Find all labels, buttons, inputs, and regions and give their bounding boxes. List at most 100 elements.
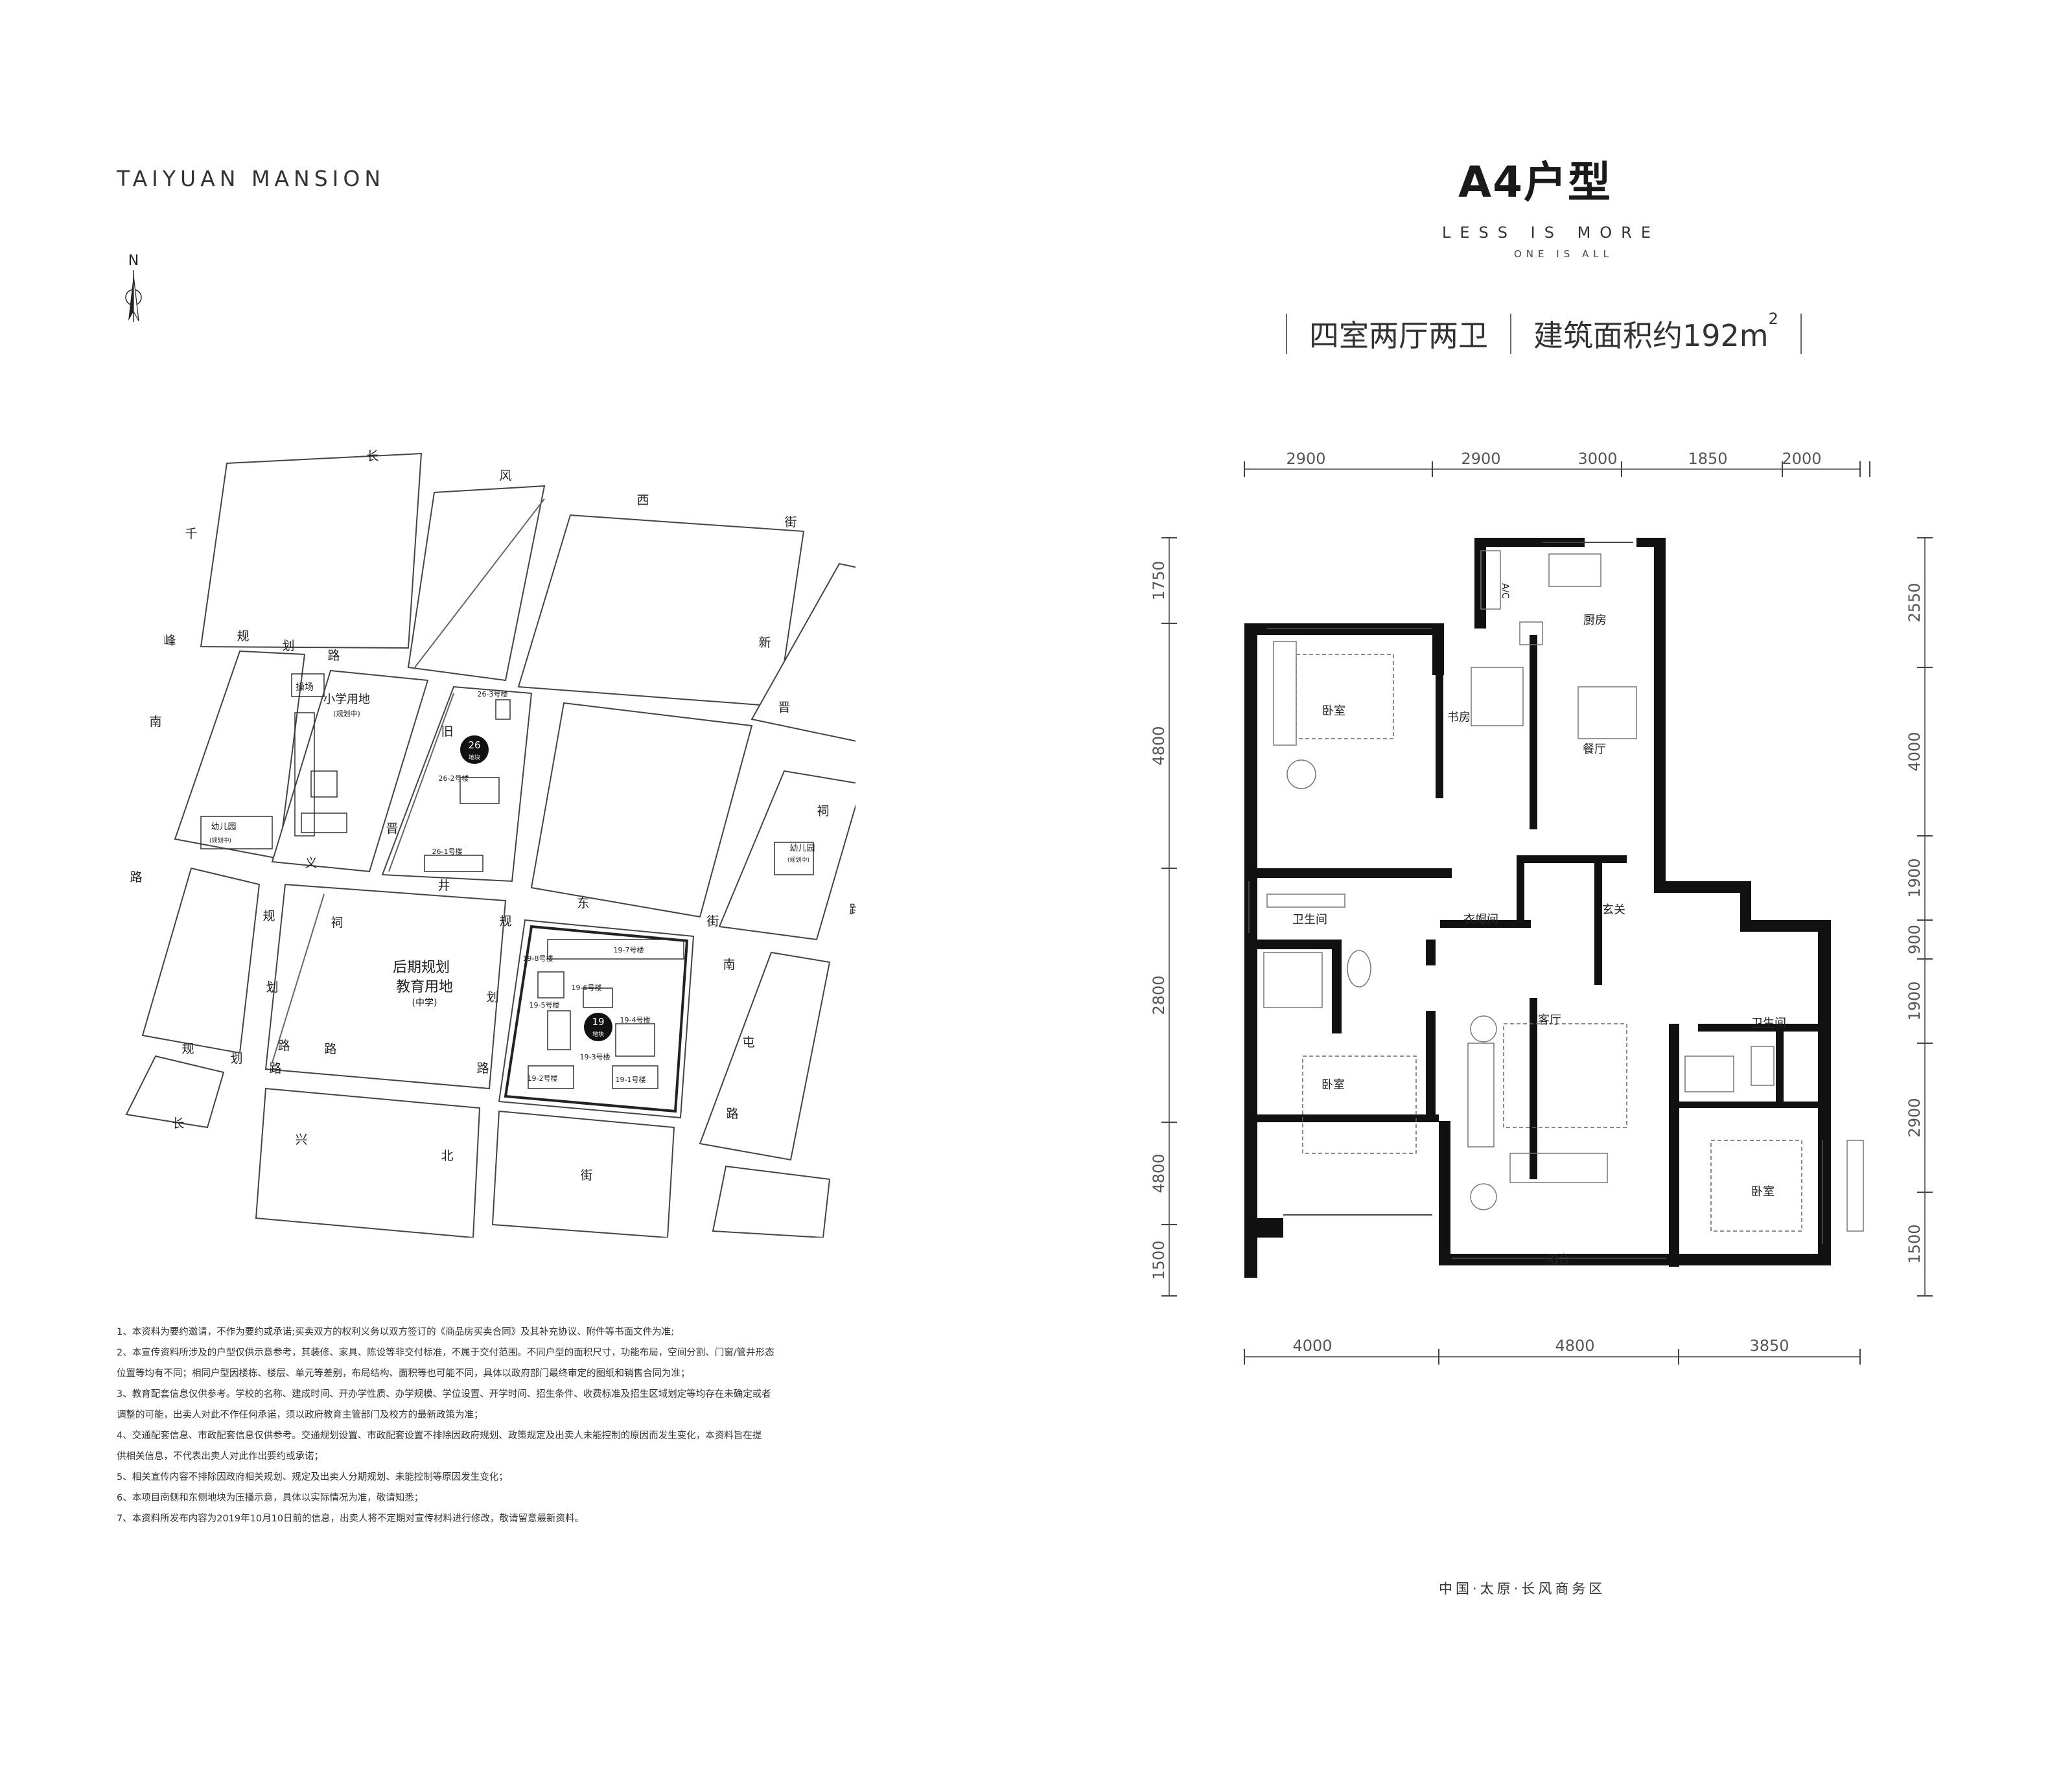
- site-label: (中学): [412, 998, 437, 1008]
- street-name-char: 划: [266, 980, 278, 995]
- disclaimer-line: 6、本项目南侧和东侧地块为压播示意，具体以实际情况为准，敬请知悉；: [117, 1493, 424, 1503]
- site-label: 26-2号楼: [439, 774, 469, 783]
- street-name-char: 晋: [778, 700, 790, 715]
- room-label: 阳台: [1546, 1253, 1570, 1267]
- plot-19-marker: [584, 1013, 612, 1041]
- street-name-char: 划: [486, 990, 498, 1004]
- block: [271, 669, 429, 873]
- disclaimer-line: 1、本资料为要约邀请，不作为要约或承诺;买卖双方的权利义务以双方签订的《商品房买…: [117, 1327, 674, 1337]
- dimension-label: 2000: [1782, 450, 1821, 468]
- block: [407, 485, 546, 682]
- block: [264, 883, 507, 1090]
- divider: [1286, 314, 1287, 354]
- dimension-label: 2900: [1905, 1098, 1924, 1137]
- room-label: 卧室: [1751, 1185, 1775, 1199]
- site-label: 19-1号楼: [616, 1075, 646, 1084]
- unit-summary: 四室两厅两卫 建筑面积约192m2: [1264, 310, 1824, 356]
- site-label: 19-4号楼: [620, 1015, 651, 1024]
- dimension-label: 1750: [1150, 560, 1168, 600]
- dimension-label: 900: [1905, 925, 1924, 954]
- plot-19-boundary: [504, 925, 689, 1113]
- street-name-char: 北: [441, 1149, 453, 1163]
- dimension-label: 2550: [1905, 583, 1924, 622]
- site-label: 19-6号楼: [572, 983, 602, 992]
- dimension-label: 1900: [1905, 858, 1924, 897]
- north-arrow-icon: N: [125, 253, 142, 322]
- street-name-char: 祠: [817, 804, 829, 818]
- site-label: 19: [592, 1016, 604, 1028]
- site-label: 26-1号楼: [432, 847, 463, 856]
- block: [141, 867, 261, 1054]
- street-name-char: 规: [499, 914, 511, 929]
- disclaimer: 1、本资料为要约邀请，不作为要约或承诺;买卖双方的权利义务以双方签订的《商品房买…: [117, 1322, 894, 1529]
- site-label: (规划中): [209, 836, 231, 844]
- room-label: 厨房: [1583, 614, 1607, 627]
- divider: [1510, 314, 1511, 354]
- street-name-char: 街: [784, 515, 797, 529]
- dimension-label: 1500: [1150, 1240, 1168, 1280]
- street-name-char: 长: [172, 1116, 184, 1131]
- street-name-char: 路: [269, 1061, 281, 1076]
- room-label: 卧室: [1321, 1078, 1345, 1092]
- site-label: 19-7号楼: [614, 945, 644, 954]
- site-label: 后期规划: [393, 960, 450, 976]
- block: [751, 562, 856, 742]
- dimension-label: 2900: [1461, 450, 1500, 468]
- block: [718, 770, 856, 941]
- street-name-char: 路: [277, 1039, 290, 1053]
- street-name-char: 长: [366, 449, 378, 463]
- street-name-char: 兴: [295, 1133, 307, 1147]
- dimension-label: 4800: [1555, 1337, 1594, 1355]
- street-name-char: 风: [499, 468, 511, 483]
- disclaimer-line: 5、相关宣传内容不排除因政府相关规划、规定及出卖人分期规划、未能控制等原因发生变…: [117, 1472, 508, 1482]
- site-label: 26: [468, 739, 480, 751]
- street-name-char: 路: [130, 870, 142, 884]
- site-label: 操场: [296, 682, 314, 693]
- street-name-char: 规: [262, 909, 275, 923]
- room-label: 玄关: [1602, 903, 1625, 917]
- block: [699, 951, 831, 1161]
- street-name-char: 南: [723, 958, 735, 972]
- walls: [1244, 538, 1831, 1278]
- slogan: LESS IS MORE: [1442, 224, 1660, 242]
- street-name-char: 街: [706, 914, 719, 929]
- street-name-char: 东: [577, 896, 589, 910]
- site-label: (规划中): [787, 856, 809, 864]
- street-name-char: 义: [305, 856, 317, 870]
- street-name-char: 路: [849, 903, 856, 917]
- street-name-char: 峰: [163, 634, 176, 648]
- site-blocks: [125, 452, 856, 1238]
- dimension-label: 2800: [1150, 975, 1168, 1015]
- street-name-char: 规: [181, 1042, 194, 1056]
- site-label: 教育用地: [396, 979, 453, 995]
- dimension-label: 4000: [1292, 1337, 1332, 1355]
- disclaimer-line: 供相关信息，不代表出卖人对此作出要约或承诺；: [117, 1451, 323, 1462]
- divider: [1800, 314, 1802, 354]
- street-name-char: 西: [636, 493, 649, 507]
- disclaimer-line: 位置等均有不同；相同户型因楼栋、楼层、单元等差别，布局结构、面积等也可能不同，具…: [117, 1368, 690, 1379]
- room-label: 客厅: [1538, 1013, 1561, 1027]
- dimension-label: 1500: [1905, 1224, 1924, 1263]
- ac-label: A/C: [1500, 583, 1510, 599]
- block: [712, 1165, 831, 1238]
- street-name-char: 南: [149, 715, 161, 729]
- site-map: 长风西街千峰南路规划路新晋祠路旧晋义井东街规划路祠路规划路规划路南屯路长兴北街操…: [125, 449, 856, 1238]
- disclaimer-line: 2、本宣传资料所涉及的户型仅供示意参考，其装修、家具、陈设等非交付标准，不属于交…: [117, 1348, 774, 1358]
- block: [517, 514, 805, 708]
- site-label: 幼儿园: [789, 844, 815, 853]
- north-label: N: [128, 253, 139, 269]
- brand-title: TAIYUAN MANSION: [117, 166, 386, 191]
- street-name-char: 路: [324, 1042, 336, 1056]
- location-footer: 中国·太原·长风商务区: [1439, 1581, 1606, 1597]
- dimension-label: 3000: [1577, 450, 1617, 468]
- dimension-label: 2900: [1286, 450, 1325, 468]
- site-label: 19-5号楼: [530, 1000, 560, 1009]
- street-name-char: 千: [185, 527, 197, 541]
- street-name-char: 新: [758, 636, 771, 650]
- disclaimer-line: 3、教育配套信息仅供参考。学校的名称、建成时间、开办学性质、办学规模、学位设置、…: [117, 1389, 771, 1400]
- disclaimer-line: 7、本资料所发布内容为2019年10月10日前的信息，出卖人将不定期对宣传材料进…: [117, 1514, 585, 1524]
- unit-type-title: A4户型: [1458, 157, 1612, 207]
- dimension-label: 4800: [1150, 726, 1168, 765]
- site-label: 地块: [469, 754, 480, 761]
